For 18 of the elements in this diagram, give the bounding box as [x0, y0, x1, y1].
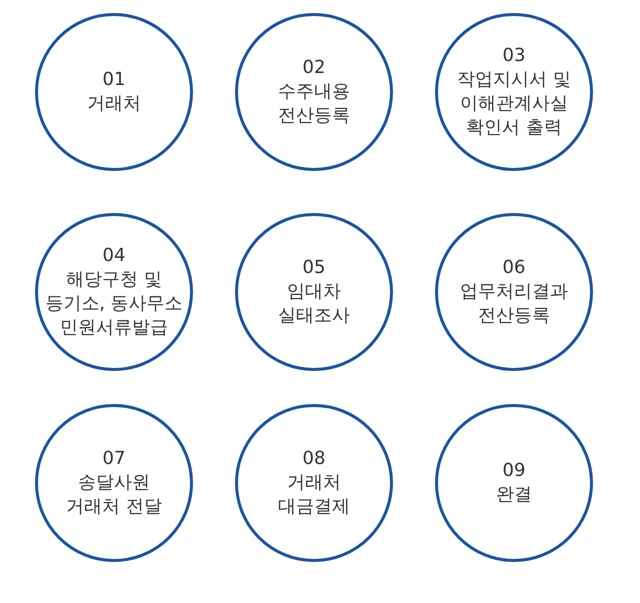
step-number: 04	[102, 244, 126, 268]
step-number: 07	[102, 447, 126, 471]
step-text: 업무처리결과 전산등록	[460, 280, 568, 328]
step-text: 해당구청 및 등기소, 동사무소 민원서류발급	[45, 268, 183, 340]
step-text: 거래처 대금결제	[278, 471, 350, 519]
step-text: 완결	[496, 483, 532, 507]
step-text: 송달사원 거래처 전달	[66, 471, 162, 519]
step-number: 05	[302, 256, 326, 280]
step-text: 임대차 실태조사	[278, 280, 350, 328]
step-number: 06	[502, 256, 526, 280]
step-text: 수주내용 전산등록	[278, 80, 350, 128]
step-number: 09	[502, 459, 526, 483]
step-number: 01	[102, 68, 126, 92]
step-number: 03	[502, 44, 526, 68]
step-number: 02	[302, 56, 326, 80]
step-text: 거래처	[87, 92, 141, 116]
step-text: 작업지시서 및 이해관계사실 확인서 출력	[457, 68, 571, 140]
step-number: 08	[302, 447, 326, 471]
